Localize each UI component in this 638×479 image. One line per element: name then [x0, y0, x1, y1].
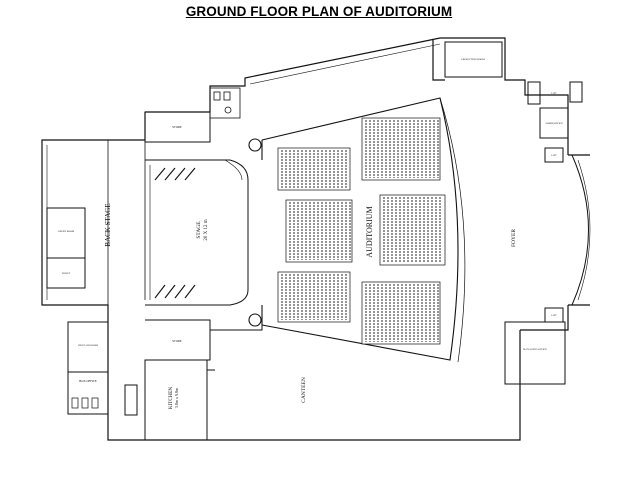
- label-toilet: TOILET: [62, 272, 71, 275]
- label-box-office: BOX OFFICE: [79, 379, 97, 383]
- seat-block-top-right: [361, 117, 441, 181]
- room-labels: BACK STAGE STAGE 20 X 12 m AUDITORIUM FO…: [58, 58, 564, 409]
- toilet-top: [209, 87, 241, 119]
- label-lift-1: LIFT: [551, 154, 557, 157]
- label-foyer: FOYER: [511, 229, 517, 247]
- label-back-stage: BACK STAGE: [104, 203, 112, 246]
- label-admin-office: ADMIN OFFICE: [545, 122, 563, 125]
- left-rooms: [46, 207, 138, 416]
- label-kitchen: KITCHEN: [169, 387, 174, 409]
- seat-rows: [281, 120, 441, 342]
- label-first-aid-room: FIRST AID ROOM: [78, 344, 99, 347]
- label-store-bottom: STORE: [172, 339, 182, 343]
- label-auditorium: AUDITORIUM: [365, 206, 374, 257]
- page-title: GROUND FLOOR PLAN OF AUDITORIUM: [185, 4, 453, 19]
- stage-area: [145, 159, 249, 306]
- seat-block-bottom-right: [361, 281, 441, 345]
- label-lift-2: LIFT: [551, 314, 557, 317]
- label-green-room: GREEN ROOM: [58, 230, 75, 233]
- label-stage-size: 20 X 12 m: [204, 219, 209, 240]
- store-top: [144, 111, 211, 143]
- seat-block-middle-right: [379, 194, 446, 266]
- label-stage: STAGE: [196, 221, 202, 239]
- auditorium-walls: [248, 97, 466, 363]
- label-projection-room: PROJECTION ROOM: [461, 58, 485, 61]
- seat-block-middle-left: [285, 199, 353, 263]
- label-canteen: CANTEEN: [301, 377, 307, 403]
- outer-walls: [41, 37, 590, 441]
- label-lift-3: LIFT: [551, 92, 557, 95]
- label-manager-office: MANAGER'S OFFICE: [523, 348, 547, 351]
- label-store-top: STORE: [172, 125, 182, 129]
- lower-rooms: [144, 319, 263, 441]
- right-rooms: [444, 41, 591, 385]
- label-kitchen-size: 3.8m x 9.8m: [174, 387, 179, 408]
